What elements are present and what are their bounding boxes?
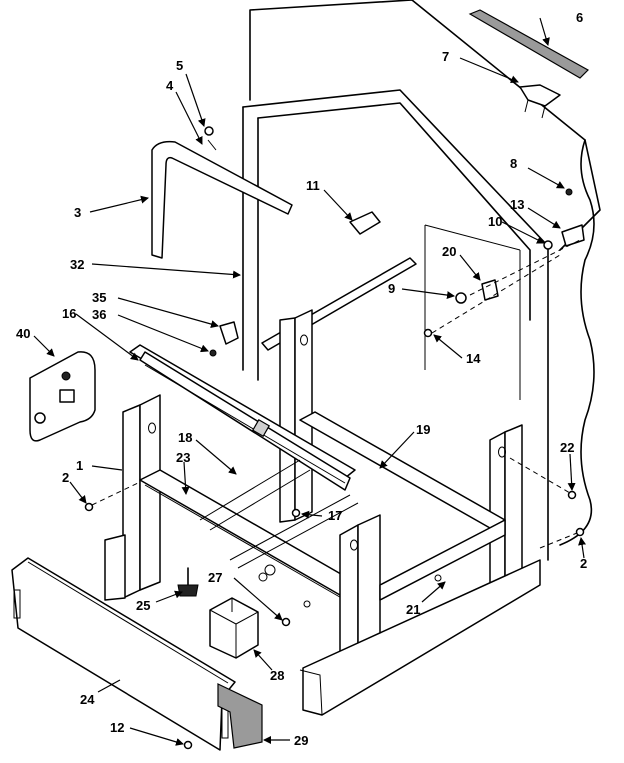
callout-8: 8: [510, 156, 517, 171]
callout-10: 10: [488, 214, 502, 229]
callout-6: 6: [576, 10, 583, 25]
callout-20: 20: [442, 244, 456, 259]
callout-3: 3: [74, 205, 81, 220]
side-mounting-bracket: [29, 351, 96, 442]
callout-25: 25: [136, 598, 150, 613]
callout-12: 12: [110, 720, 124, 735]
callout-9: 9: [388, 281, 395, 296]
callout-22: 22: [560, 440, 574, 455]
tub-bracket: [519, 84, 561, 119]
base-frame: [104, 394, 541, 716]
callout-labels: 6 7 5 4 3 11 8 13 10 32 20 9 35 36 16 40…: [16, 10, 587, 748]
callout-28: 28: [270, 668, 284, 683]
callout-13: 13: [510, 197, 524, 212]
callout-27: 27: [208, 570, 222, 585]
callout-24: 24: [80, 692, 95, 707]
callout-23: 23: [176, 450, 190, 465]
tub-insulation-strip: [468, 9, 589, 79]
hinge-clip: [543, 188, 585, 250]
support-clip: [209, 321, 239, 357]
callout-14: 14: [466, 351, 481, 366]
callout-11: 11: [306, 178, 320, 193]
callout-5: 5: [176, 58, 183, 73]
callout-1: 1: [76, 458, 83, 473]
leader-lines: [33, 17, 586, 746]
callout-35: 35: [92, 290, 106, 305]
callout-21: 21: [406, 602, 420, 617]
toe-kick-insulation: [217, 683, 263, 749]
callout-29: 29: [294, 733, 308, 748]
callout-16: 16: [62, 306, 76, 321]
callout-7: 7: [442, 49, 449, 64]
control-module-box: [209, 597, 259, 659]
callout-18: 18: [178, 430, 192, 445]
callout-36: 36: [92, 307, 106, 322]
door-strike: [349, 211, 381, 235]
callout-4: 4: [166, 78, 174, 93]
callout-2-right: 2: [580, 556, 587, 571]
callout-40: 40: [16, 326, 30, 341]
callout-32: 32: [70, 257, 84, 272]
front-top-rail: [129, 344, 356, 491]
screws: [84, 490, 585, 750]
callout-2-left: 2: [62, 470, 69, 485]
callout-19: 19: [416, 422, 430, 437]
callout-17: 17: [328, 508, 342, 523]
tub-assembly: [242, 0, 601, 561]
vent-duct: [151, 126, 293, 259]
tub-side-bracket: [423, 279, 499, 338]
